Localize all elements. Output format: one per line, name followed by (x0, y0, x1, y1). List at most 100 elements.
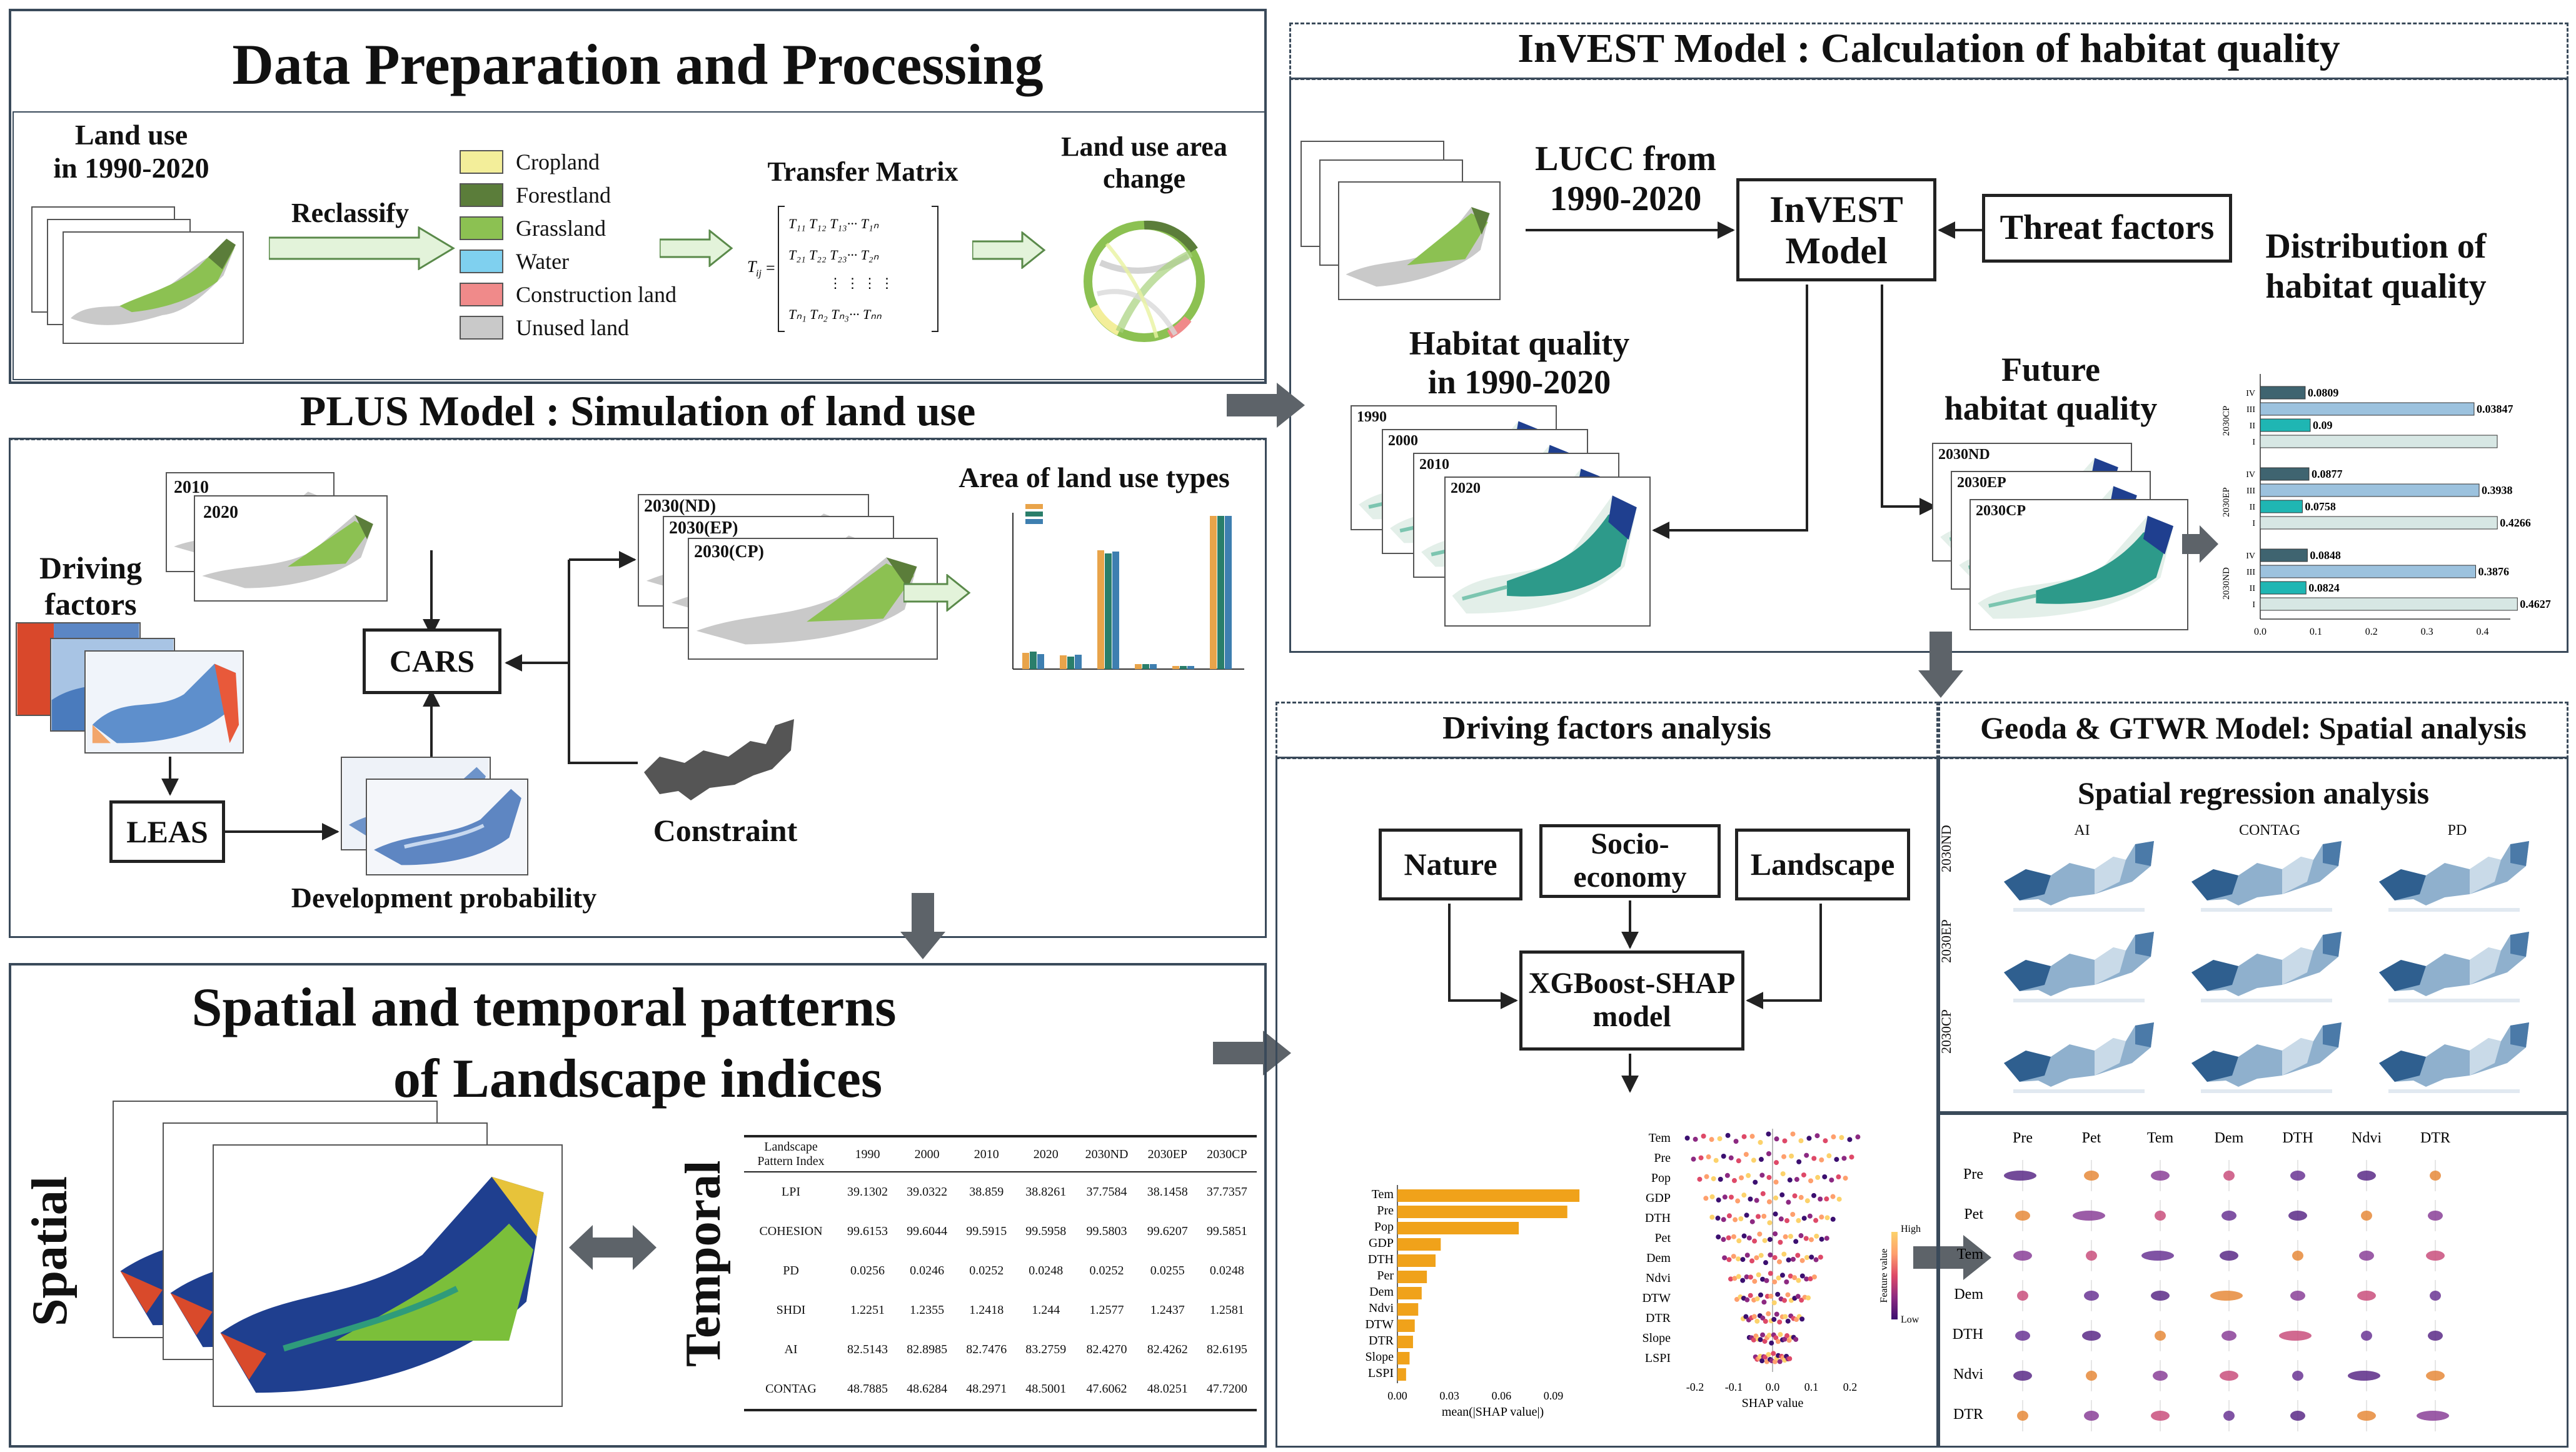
table-cell: 0.0256 (850, 1264, 885, 1278)
shap-dot (1758, 1292, 1763, 1298)
matrix-violin (2086, 1371, 2097, 1381)
landscape-panel (9, 963, 1267, 1448)
shap-dot (1763, 1319, 1768, 1324)
shap-dot (1736, 1274, 1741, 1279)
area-bar (1060, 655, 1067, 669)
lucc-map-front (1338, 181, 1501, 300)
shap-bee-label: Pre (1654, 1151, 1671, 1165)
dist-level-label: IV (2246, 470, 2255, 480)
dist-tick: 0.3 (2421, 627, 2433, 637)
shap-dot (1787, 1356, 1793, 1361)
matrix-violin (2221, 1211, 2236, 1221)
table-cell: 39.1302 (847, 1185, 888, 1199)
svg-text:T: T (747, 258, 757, 276)
dist-bar-label: 0.0877 (2312, 468, 2343, 480)
matrix-col-label: Ndvi (2352, 1130, 2382, 1146)
shap-dot (1721, 1217, 1726, 1223)
table-cell: CONTAG (744, 1369, 838, 1411)
matrix-to-change-arrow (972, 231, 1046, 269)
shap-bar-xlabel: mean(|SHAP value|) (1442, 1405, 1544, 1419)
shap-dot (1772, 1279, 1778, 1284)
landscape-box: Landscape (1735, 829, 1910, 900)
fv-axis-label: Feature value (1879, 1249, 1889, 1303)
dist-level-label: II (2250, 421, 2256, 431)
dist-bar (2260, 516, 2498, 530)
table-cell: 82.8985 (907, 1343, 948, 1356)
matrix-col-label: Dem (2215, 1130, 2244, 1146)
shap-bee-label: Tem (1649, 1131, 1671, 1145)
shap-dot (1709, 1214, 1715, 1220)
dist-tick: 0.1 (2310, 627, 2322, 637)
legend-item: Construction land (460, 278, 697, 311)
matrix-col-label: Tem (2147, 1130, 2174, 1146)
matrix-violin (2153, 1371, 2168, 1381)
shap-feature-label: Tem (1372, 1187, 1394, 1201)
matrix-violin (2151, 1291, 2170, 1301)
dist-level-label: IV (2246, 552, 2255, 561)
area-bar (1150, 664, 1157, 669)
table-cell: 1.2418 (969, 1303, 1004, 1317)
shap-dot (1847, 1137, 1853, 1142)
table-cell: 1.2251 (850, 1303, 885, 1317)
driving-to-geoda-arrow (1913, 1235, 1991, 1280)
shap-dot (1793, 1239, 1799, 1244)
shap-dot (1757, 1231, 1763, 1237)
feature-value-colorbar (1891, 1232, 1898, 1319)
shap-bar (1397, 1238, 1441, 1251)
shap-dot (1753, 1179, 1758, 1185)
shap-feature-label: Pop (1374, 1220, 1394, 1234)
matrix-violin (2428, 1331, 2443, 1341)
shap-dot (1773, 1231, 1778, 1237)
matrix-row-label: Pet (1964, 1206, 1983, 1223)
geoda-map (2001, 929, 2157, 1004)
table-cell: 48.6284 (897, 1369, 957, 1411)
shap-dot (1746, 1235, 1752, 1241)
shap-dot (1754, 1296, 1760, 1302)
shap-dot (1796, 1278, 1801, 1283)
area-bar (1067, 657, 1074, 669)
matrix-col-label: DTR (2420, 1130, 2450, 1146)
shap-bar (1397, 1287, 1422, 1299)
shap-dot (1808, 1276, 1813, 1282)
shap-dot (1786, 1257, 1791, 1263)
geoda-map (2188, 838, 2345, 913)
shap-dot (1829, 1177, 1834, 1183)
table-cell: 82.7476 (966, 1343, 1007, 1356)
shap-dot (1804, 1152, 1809, 1158)
shap-dot (1693, 1136, 1698, 1142)
shap-bee-label: Pop (1651, 1171, 1671, 1185)
table-cell: 1.244 (1032, 1303, 1060, 1317)
shap-dot (1819, 1236, 1824, 1242)
shap-dot (1736, 1158, 1741, 1164)
shap-importance-chart: TemPrePopGDPDTHPerDemNdviDTWDTRSlopeLSPI… (1365, 1185, 1580, 1419)
shap-dot (1698, 1155, 1704, 1161)
table-cell: 83.2759 (1025, 1343, 1067, 1356)
shap-bar (1397, 1189, 1580, 1202)
shap-dot (1748, 1293, 1753, 1298)
shap-dot (1735, 1198, 1741, 1204)
shap-dot (1733, 1217, 1738, 1223)
scenario-ep-label: 2030(EP) (669, 518, 738, 538)
shap-dot (1819, 1214, 1824, 1220)
dist-bar (2260, 500, 2303, 513)
plus-to-invest-arrow (1227, 383, 1305, 428)
shap-dot (1804, 1198, 1810, 1204)
shap-dot (1836, 1196, 1842, 1202)
shap-dot (1758, 1139, 1763, 1145)
matrix-violin (2084, 1411, 2099, 1421)
shap-bee-label: DTR (1646, 1311, 1671, 1325)
geoda-row-label: 2030ND (1938, 825, 1954, 872)
dist-level-label: IV (2246, 389, 2255, 398)
table-cell: 38.1458 (1147, 1185, 1188, 1199)
shap-dot (1691, 1156, 1696, 1162)
matrix-violin (2426, 1251, 2445, 1261)
shap-dot (1771, 1316, 1777, 1322)
matrix-violin (2082, 1331, 2101, 1341)
matrix-violin (2288, 1211, 2307, 1221)
